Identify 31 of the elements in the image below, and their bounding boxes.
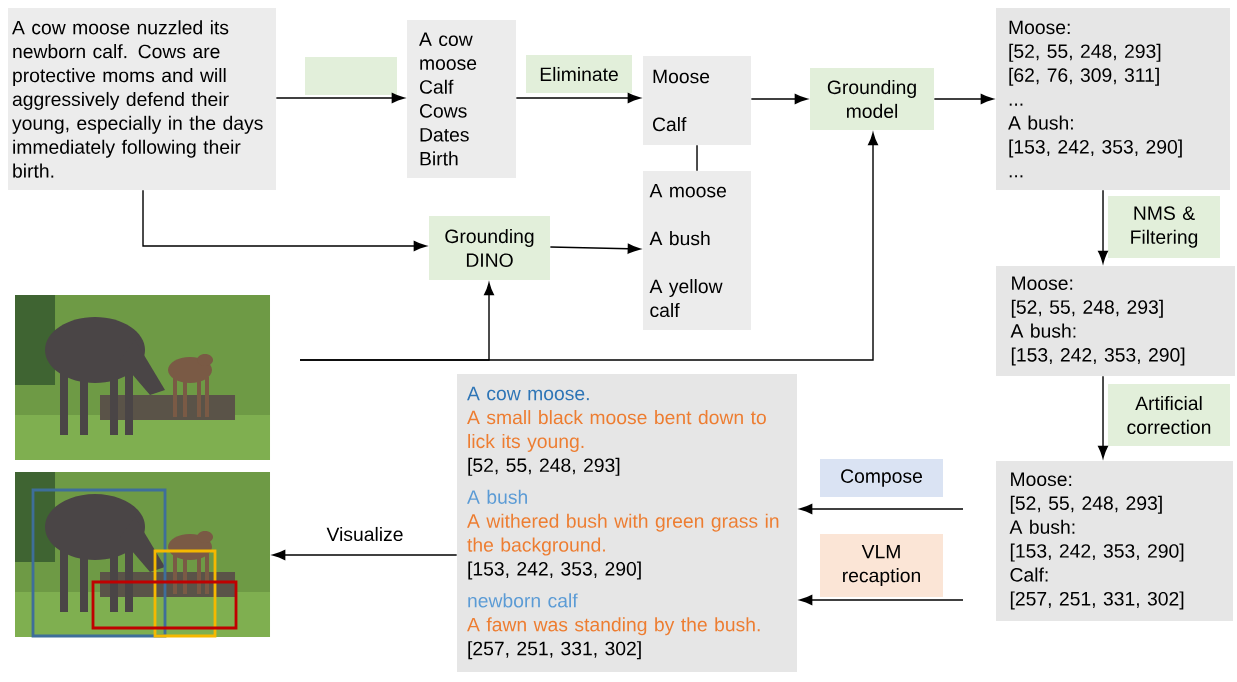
result-box: Moose: [52, 55, 248, 293] [62, 76, 309, 311] ... A bush: [153, 242, 353, 290] ...	[996, 8, 1230, 190]
arrow	[799, 595, 964, 605]
tag-box: Artificial correction	[1108, 384, 1230, 446]
annotated-photo-drawing	[15, 472, 270, 638]
arrow	[1098, 189, 1108, 264]
process-box: Grounding model	[810, 68, 934, 130]
tag-box: VLM recaption	[820, 534, 943, 597]
tag-box: NMS & Filtering	[1108, 196, 1220, 258]
arrow	[142, 189, 427, 251]
arrow	[299, 132, 878, 361]
result-box: Moose: [52, 55, 248, 293] A bush: [153, 242, 353, 290]	[996, 266, 1235, 376]
result-box: Moose: [52, 55, 248, 293] A bush: [153, 242, 353, 290] Calf: [257, 251, 331, 302]	[996, 461, 1233, 621]
arrow	[275, 93, 405, 103]
arrow	[1098, 375, 1108, 459]
tag-box: Compose	[820, 459, 943, 497]
word-list-box: A cow moose Calf Cows Dates Birth	[407, 20, 516, 178]
arrow	[750, 94, 808, 104]
tag-box	[305, 57, 397, 95]
phrase-list-box: A moose A bush A yellow calf	[643, 171, 751, 330]
photo-drawing	[15, 295, 270, 460]
caption-box: A cow moose. A small black moose bent down to lick its young. [52, 55, 248, 293] A bush A withered bush with green grass in the background. [153, 242, 353, 290] newborn calf A fawn was standing by the bush. [257, 251, 331, 302]	[457, 374, 797, 672]
process-box: Grounding DINO	[429, 216, 550, 280]
tag-box: Eliminate	[526, 55, 632, 93]
arrow	[272, 550, 458, 560]
arrow	[515, 93, 641, 103]
arrow	[799, 504, 964, 514]
text-box: A cow moose nuzzled its newborn calf. Cows are protective moms and will aggressively defend their young, especially in the days immediately following their birth.	[8, 8, 276, 190]
word-list-box: Moose Calf	[643, 56, 751, 145]
edge-label: Visualize	[324, 525, 406, 543]
arrow	[933, 94, 994, 104]
arrow	[549, 243, 641, 254]
